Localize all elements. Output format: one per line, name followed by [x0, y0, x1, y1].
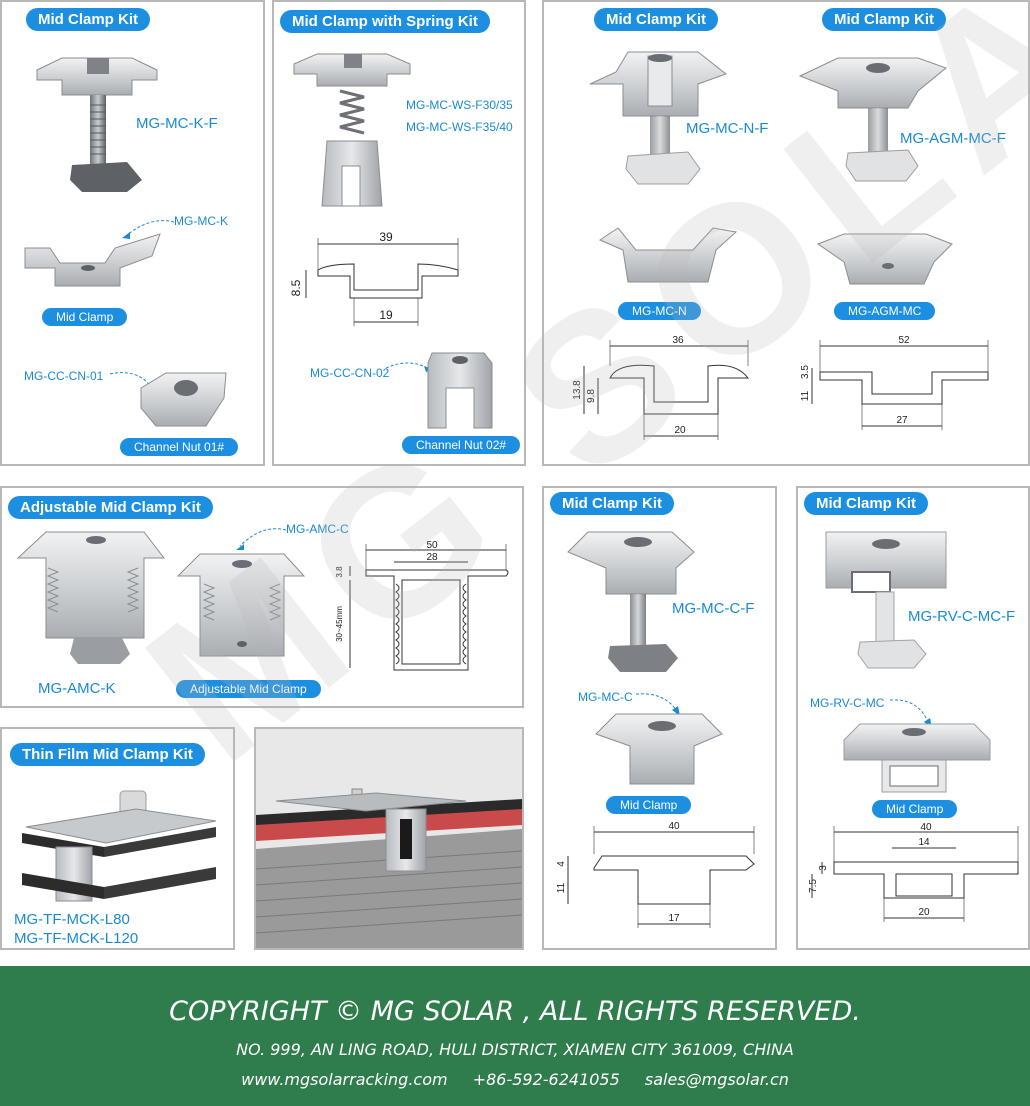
callout-clamp: MG-RV-C-MC [810, 696, 885, 710]
panel-thin-film-mid-clamp-kit: Thin Film Mid Clamp Kit MG-TF-MCK-L80 MG… [0, 727, 235, 950]
contact-line: www.mgsolarracking.com +86-592-6241055 s… [0, 1070, 1030, 1089]
mid-clamp-image [24, 233, 161, 287]
dim-t: 3.8 [335, 566, 344, 578]
panel-mid-clamp-kit-rv: Mid Clamp Kit MG-RV-C-MC-F MG-RV-C-MC Mi… [796, 486, 1030, 950]
mid-clamp-label: Mid Clamp [42, 308, 128, 326]
channel-nut-label: Channel Nut 02# [402, 436, 521, 454]
product-code-1: MG-MC-WS-F30/35 [406, 98, 513, 112]
panel-title: Mid Clamp Kit [550, 492, 674, 515]
product-code: MG-AMC-K [38, 680, 116, 697]
mg-agm-mc-image [816, 233, 953, 285]
adjustable-mid-clamp-image [176, 553, 306, 657]
mid-clamp-label: Mid Clamp [606, 796, 692, 814]
channel-nut-image [140, 372, 227, 427]
dim-h: 30~45mm [335, 606, 344, 642]
copyright-text: COPYRIGHT © MG SOLAR , ALL RIGHTS RESERV… [169, 996, 861, 1027]
dim-bottom: 17 [668, 913, 680, 924]
callout-arrow-icon [122, 220, 175, 239]
callout-clamp: MG-AMC-C [286, 522, 349, 536]
panel-mid-clamp-kit-c: Mid Clamp Kit MG-MC-C-F MG-MC-C Mid Clam… [542, 486, 777, 950]
panel-title: Mid Clamp Kit [26, 8, 150, 31]
phone-text: +86-592-6241055 [472, 1070, 620, 1089]
dim-h1: 4 [556, 861, 567, 867]
mg-mc-n-profile-drawing: 36 13.8 9.8 20 [572, 335, 750, 440]
website-link[interactable]: www.mgsolarracking.com [241, 1070, 448, 1089]
panel-spring-kit: Mid Clamp with Spring Kit MG-MC-WS-F30/3… [272, 0, 526, 466]
dim-w2: 28 [426, 552, 438, 563]
panel-title-left: Mid Clamp Kit [594, 8, 718, 31]
product-code-1: MG-TF-MCK-L80 [14, 911, 130, 928]
callout-clamp: MG-MC-K [174, 214, 228, 228]
dim-h1: 3 [818, 865, 829, 871]
callout-arrow-icon [236, 528, 287, 550]
mg-rv-c-mc-profile-drawing: 40 14 3 7.5 20 [808, 822, 1019, 922]
dim-h2: 9.8 [586, 389, 597, 403]
dim-top: 39 [379, 230, 393, 244]
adjustable-kit-image [16, 531, 166, 664]
dim-h2: 11 [556, 882, 567, 893]
mid-clamp-image [595, 713, 723, 785]
mid-clamp-label: Adjustable Mid Clamp [176, 680, 321, 698]
mg-mc-n-image [598, 227, 738, 283]
mg-agm-mc-f-image [798, 57, 947, 182]
dim-bottom: 19 [379, 308, 393, 322]
footer: COPYRIGHT © MG SOLAR , ALL RIGHTS RESERV… [0, 966, 1030, 1106]
dim-h2: 7.5 [808, 879, 819, 893]
callout-clamp: MG-MC-C [578, 690, 633, 704]
dim-bottom: 20 [918, 907, 930, 918]
dim-bottom: 27 [896, 415, 908, 426]
mid-clamp-label: Mid Clamp [872, 800, 958, 818]
callout-nut: MG-CC-CN-01 [24, 369, 104, 383]
product-code: MG-MC-K-F [136, 115, 218, 132]
dim-h2: 11 [800, 390, 811, 401]
channel-nut-label: Channel Nut 01# [120, 438, 239, 456]
dim-top: 52 [898, 335, 910, 346]
mg-mc-c-f-image [567, 531, 695, 672]
product-code-right: MG-AGM-MC-F [900, 130, 1006, 147]
label-right: MG-AGM-MC [834, 302, 936, 320]
dim-top: 36 [672, 335, 684, 346]
dim-h1: 13.8 [572, 380, 583, 400]
dim-w1: 50 [426, 540, 438, 551]
dim-bottom: 20 [674, 425, 686, 436]
dim-height: 8.5 [289, 279, 303, 296]
panel-title: Adjustable Mid Clamp Kit [8, 496, 213, 519]
panel-title: Mid Clamp Kit [804, 492, 928, 515]
mid-clamp-kit-image [36, 57, 158, 192]
panel-title: Mid Clamp with Spring Kit [280, 10, 490, 33]
panel-adjustable-mid-clamp-kit: Adjustable Mid Clamp Kit MG-AMC-K MG-AMC… [0, 486, 524, 708]
product-code: MG-RV-C-MC-F [908, 608, 1016, 625]
product-code-left: MG-MC-N-F [686, 120, 769, 137]
panel-mid-clamp-kit-k: Mid Clamp Kit MG-MC-K-F MG-MC-K Mid Clam… [0, 0, 265, 466]
email-link[interactable]: sales@mgsolar.cn [644, 1070, 789, 1089]
product-code: MG-MC-C-F [672, 600, 755, 617]
panel-mid-clamp-kit-n-agm: Mid Clamp Kit Mid Clamp Kit MG-MC-N-F MG… [542, 0, 1030, 466]
channel-nut-image [427, 352, 493, 429]
product-code-2: MG-MC-WS-F35/40 [406, 120, 513, 134]
dim-inner: 14 [918, 837, 930, 848]
mg-mc-c-profile-drawing: 40 4 11 17 [556, 821, 755, 928]
thin-film-kit-image [22, 790, 217, 902]
mid-clamp-image [843, 723, 991, 793]
callout-nut: MG-CC-CN-02 [310, 366, 390, 380]
dim-top: 40 [920, 822, 932, 833]
dim-top: 40 [668, 821, 680, 832]
spring-kit-image [293, 53, 411, 207]
mg-agm-mc-profile-drawing: 52 3.5 11 27 [800, 335, 989, 430]
adjustable-profile-drawing: 50 28 3.8 30~45mm [335, 540, 509, 671]
product-code-2: MG-TF-MCK-L120 [14, 930, 139, 947]
panel-title-right: Mid Clamp Kit [822, 8, 946, 31]
panel-title: Thin Film Mid Clamp Kit [10, 743, 205, 766]
dim-h1: 3.5 [800, 365, 811, 379]
mg-rv-c-mc-f-image [825, 531, 947, 669]
label-left: MG-MC-N [618, 302, 701, 320]
panel-thin-film-installation [254, 727, 524, 950]
address-text: NO. 999, AN LING ROAD, HULI DISTRICT, XI… [236, 1040, 794, 1059]
installation-image [256, 729, 522, 948]
mg-mc-n-f-image [589, 51, 728, 185]
spring-kit-profile-drawing: 39 8.5 19 [289, 230, 459, 326]
